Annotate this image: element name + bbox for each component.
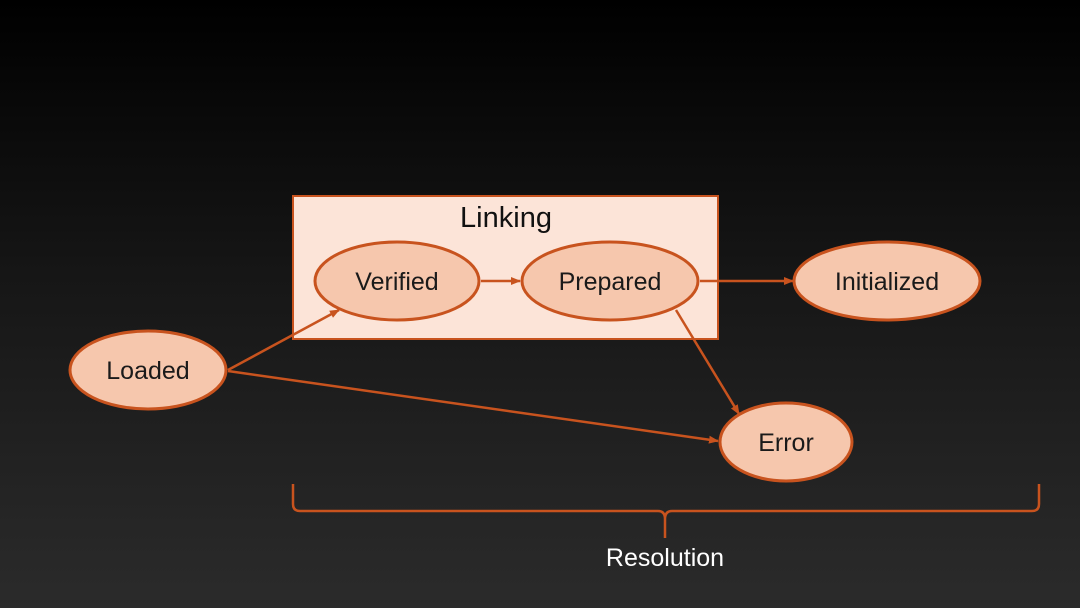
resolution-brace: Resolution xyxy=(291,484,1041,572)
resolution-brace-shape xyxy=(291,484,1041,538)
resolution-label: Resolution xyxy=(606,544,724,572)
linking-group-label: Linking xyxy=(460,202,552,234)
state-prepared-label: Prepared xyxy=(559,268,662,296)
state-prepared-shape xyxy=(520,240,700,322)
arrow-loaded-to-verified xyxy=(227,308,340,372)
transitions xyxy=(227,277,794,444)
state-prepared: Prepared xyxy=(520,240,700,322)
state-error-label: Error xyxy=(758,429,814,457)
state-error: Error xyxy=(718,401,854,483)
state-initialized-label: Initialized xyxy=(835,268,939,296)
state-initialized: Initialized xyxy=(792,240,982,322)
arrow-loaded-to-error xyxy=(227,369,719,444)
state-error-shape xyxy=(718,401,854,483)
state-loaded-label: Loaded xyxy=(106,357,189,385)
state-loaded-shape xyxy=(68,329,228,411)
state-loaded: Loaded xyxy=(68,329,228,411)
state-verified-label: Verified xyxy=(355,268,438,296)
state-verified: Verified xyxy=(313,240,481,322)
arrow-prepared-to-error xyxy=(674,309,741,415)
state-initialized-shape xyxy=(792,240,982,322)
state-verified-shape xyxy=(313,240,481,322)
